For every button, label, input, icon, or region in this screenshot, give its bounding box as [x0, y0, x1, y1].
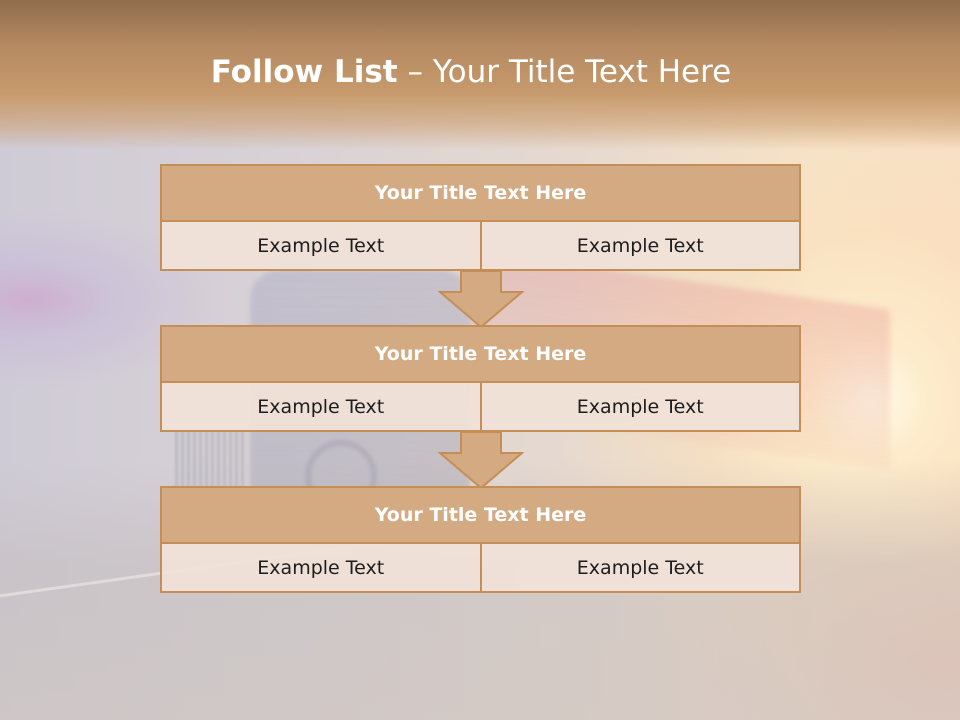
list-block-left-cell: Example Text [162, 383, 480, 430]
list-block-left-cell: Example Text [162, 222, 480, 269]
list-block-title: Your Title Text Here [160, 325, 801, 383]
list-block-left-cell: Example Text [162, 544, 480, 591]
list-block-row: Example Text Example Text [160, 383, 801, 432]
list-block-1: Your Title Text Here Example Text Exampl… [160, 164, 801, 271]
list-block-row: Example Text Example Text [160, 222, 801, 271]
header-band [0, 0, 960, 150]
list-block-title: Your Title Text Here [160, 486, 801, 544]
list-block-3: Your Title Text Here Example Text Exampl… [160, 486, 801, 593]
truck-grille-blur [175, 430, 245, 490]
slide-title: Follow List – Your Title Text Here [0, 54, 942, 90]
down-arrow-icon [438, 271, 524, 329]
list-block-right-cell: Example Text [479, 222, 799, 269]
slide-title-rest: – Your Title Text Here [397, 54, 732, 90]
list-block-right-cell: Example Text [479, 383, 799, 430]
list-block-2: Your Title Text Here Example Text Exampl… [160, 325, 801, 432]
list-block-right-cell: Example Text [479, 544, 799, 591]
down-arrow-icon [438, 432, 524, 490]
slide-title-bold: Follow List [210, 54, 398, 90]
list-block-title: Your Title Text Here [160, 164, 801, 222]
list-block-row: Example Text Example Text [160, 544, 801, 593]
